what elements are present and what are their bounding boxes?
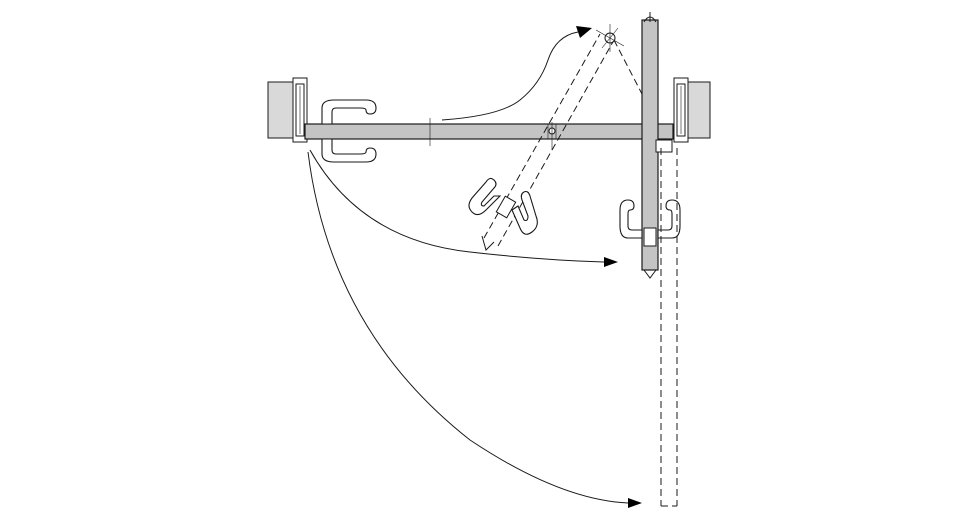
swing-arc-upper [441, 31, 579, 121]
arrowhead-full [628, 498, 642, 508]
open-handle-rose [643, 227, 657, 247]
dashed-full-open-leaf [660, 148, 678, 507]
open-leaf-handles [619, 199, 681, 247]
open-leaf-tip [643, 269, 657, 279]
arrowhead-open [604, 257, 618, 267]
left-wall-section [267, 77, 308, 143]
swing-arc-to-open [309, 149, 605, 263]
closed-leaf-handles [321, 99, 377, 163]
diagonal-handle-right [511, 190, 538, 235]
swing-arcs [307, 26, 642, 508]
open-handle-right [657, 199, 681, 239]
open-leaf-hinge [655, 139, 673, 153]
diagonal-top-return [613, 39, 643, 95]
right-wall-section [673, 77, 711, 143]
diagonal-tip [481, 235, 495, 251]
left-wall [267, 81, 297, 139]
diagonal-leaf-handles [468, 177, 538, 235]
swing-arc-full [307, 151, 629, 504]
arrowhead-upper [576, 26, 592, 38]
handle-top [321, 99, 377, 125]
open-door-leaf [641, 12, 673, 279]
diagonal-handle-rose [495, 195, 517, 219]
diagonal-handle-left [468, 177, 502, 216]
handle-bottom [321, 138, 377, 163]
open-leaf-top-arc [643, 16, 657, 23]
open-handle-left [619, 199, 643, 239]
closed-door-leaf [304, 118, 674, 150]
door-leaf-closed [304, 123, 674, 140]
